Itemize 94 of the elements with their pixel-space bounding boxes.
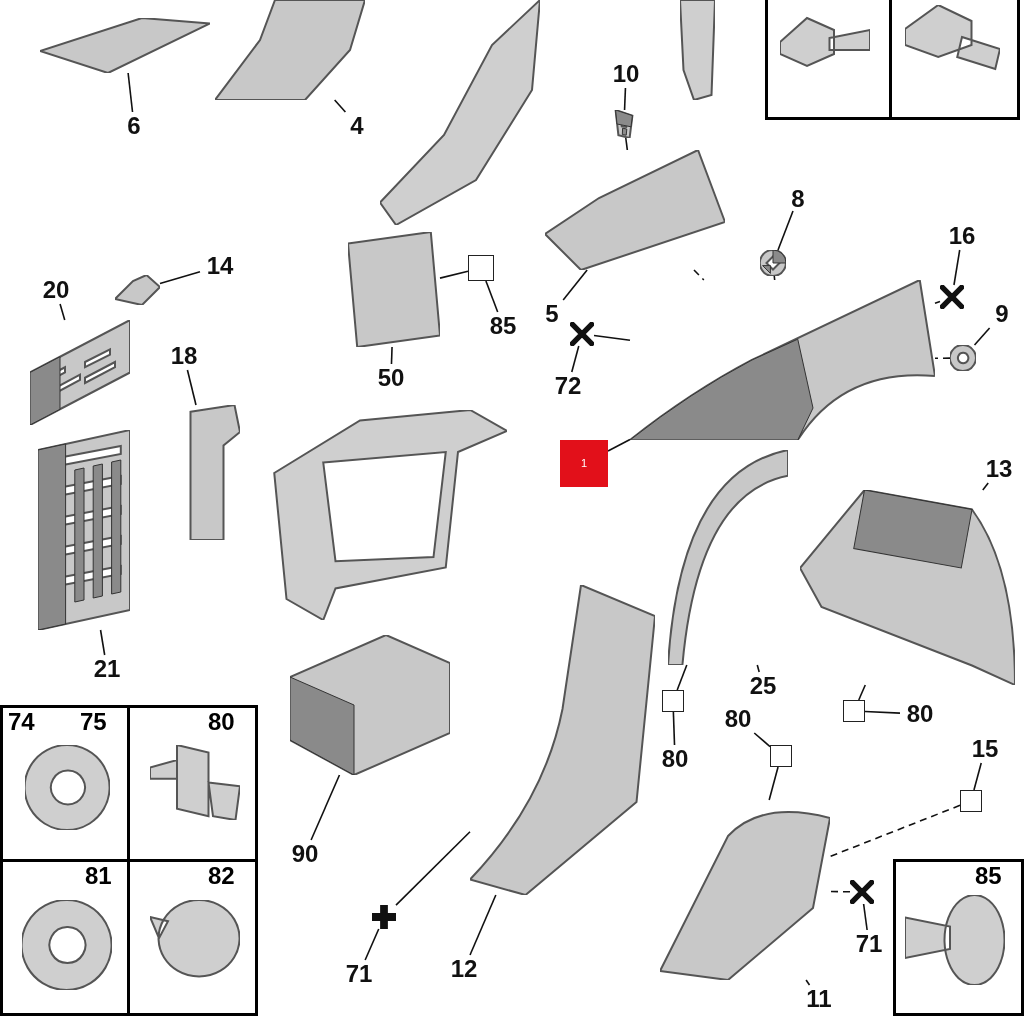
leader-line xyxy=(805,979,811,986)
callout-number: 74 xyxy=(8,708,35,736)
leader-line xyxy=(186,369,197,406)
leader-line xyxy=(973,762,983,791)
leader-line xyxy=(364,928,380,961)
callout-number: 75 xyxy=(80,708,107,736)
callout-number: 15 xyxy=(966,735,1004,763)
leader-line xyxy=(862,903,868,931)
callout-number: 5 xyxy=(540,300,564,328)
leader-line xyxy=(768,766,779,801)
callout-number: 21 xyxy=(88,655,126,683)
leader-line xyxy=(693,269,705,281)
cross-mark-icon xyxy=(940,285,964,309)
cross-mark-icon xyxy=(372,905,396,929)
callout-number: 80 xyxy=(718,705,758,733)
leader-line xyxy=(777,210,794,251)
leader-line xyxy=(570,345,580,373)
leader-line xyxy=(593,334,631,342)
leader-line xyxy=(562,269,588,301)
leader-line xyxy=(953,249,961,286)
heat-shield-drawing xyxy=(40,18,210,73)
callout-number: 9 xyxy=(988,300,1016,328)
callout-number: 16 xyxy=(942,222,982,250)
callout-number: 81 xyxy=(85,862,112,890)
callout-number: 80 xyxy=(900,700,940,728)
leader-line xyxy=(864,710,901,714)
highlight-callout: 1 xyxy=(560,440,608,487)
callout-number: 20 xyxy=(36,276,76,304)
callout-number: 82 xyxy=(208,862,235,890)
callout-number: 90 xyxy=(285,840,325,868)
leader-line xyxy=(829,890,851,893)
leader-line xyxy=(469,894,497,956)
callout-number: 14 xyxy=(200,252,240,280)
leader-line xyxy=(753,732,771,748)
callout-number: 13 xyxy=(980,455,1018,483)
label-plate-drawing xyxy=(30,320,130,425)
callout-number: 71 xyxy=(850,930,888,958)
leader-line xyxy=(982,482,989,491)
leader-line xyxy=(623,87,627,111)
callout-number: 72 xyxy=(548,372,588,400)
leader-line xyxy=(676,664,688,691)
leader-line xyxy=(625,137,629,151)
leader-line xyxy=(99,629,106,656)
wheel-arch-liner-drawing xyxy=(800,490,1015,685)
clip-position-square xyxy=(960,790,982,812)
leader-line xyxy=(485,280,499,313)
leader-line xyxy=(439,270,469,279)
callout-number: 80 xyxy=(655,745,695,773)
clip-position-square xyxy=(662,690,684,712)
leader-line xyxy=(857,684,867,701)
callout-number: 50 xyxy=(370,364,412,392)
callout-number: 12 xyxy=(445,955,483,983)
callout-number: 80 xyxy=(208,708,235,736)
leader-line xyxy=(333,99,347,113)
clip-position-square xyxy=(843,700,865,722)
leader-line xyxy=(395,830,471,906)
callout-number: 85 xyxy=(482,312,524,340)
leader-line xyxy=(672,711,676,746)
fender-drawing xyxy=(630,280,935,440)
mounting-plate-drawing xyxy=(348,232,440,347)
leader-line xyxy=(829,804,961,858)
callout-number: 25 xyxy=(745,672,781,700)
leader-line xyxy=(934,300,941,305)
leader-line xyxy=(159,271,201,285)
clip-drawing xyxy=(760,250,786,276)
callout-number: 11 xyxy=(800,985,838,1013)
label-sheet-drawing xyxy=(38,430,130,630)
parts-kit-box-drawing xyxy=(290,635,450,775)
leader-line xyxy=(127,72,134,113)
leader-line xyxy=(934,357,951,360)
clip-drawing xyxy=(115,275,160,305)
callout-number: 4 xyxy=(342,112,372,138)
callout-number: 10 xyxy=(606,60,646,88)
leader-line xyxy=(607,438,631,452)
cross-mark-icon xyxy=(570,322,594,346)
nut-drawing xyxy=(950,345,976,371)
callout-number: 85 xyxy=(975,862,1002,890)
leader-line xyxy=(59,303,66,321)
clip-position-square xyxy=(770,745,792,767)
wheel-arch-liner-drawing xyxy=(470,585,655,895)
leader-line xyxy=(973,327,991,346)
leader-line xyxy=(390,346,393,365)
callout-number: 8 xyxy=(784,185,812,211)
callout-number: 18 xyxy=(166,342,202,370)
clip-position-square xyxy=(468,255,494,281)
callout-number: 6 xyxy=(120,112,148,138)
leader-line xyxy=(773,275,776,281)
leader-line xyxy=(756,664,760,673)
bracket-drawing xyxy=(545,150,725,270)
cross-mark-icon xyxy=(850,880,874,904)
wheel-arch-panel-drawing xyxy=(215,0,365,100)
callout-number: 71 xyxy=(340,960,378,988)
leader-line xyxy=(310,774,341,841)
wheel-arch-trim-drawing xyxy=(668,450,788,665)
